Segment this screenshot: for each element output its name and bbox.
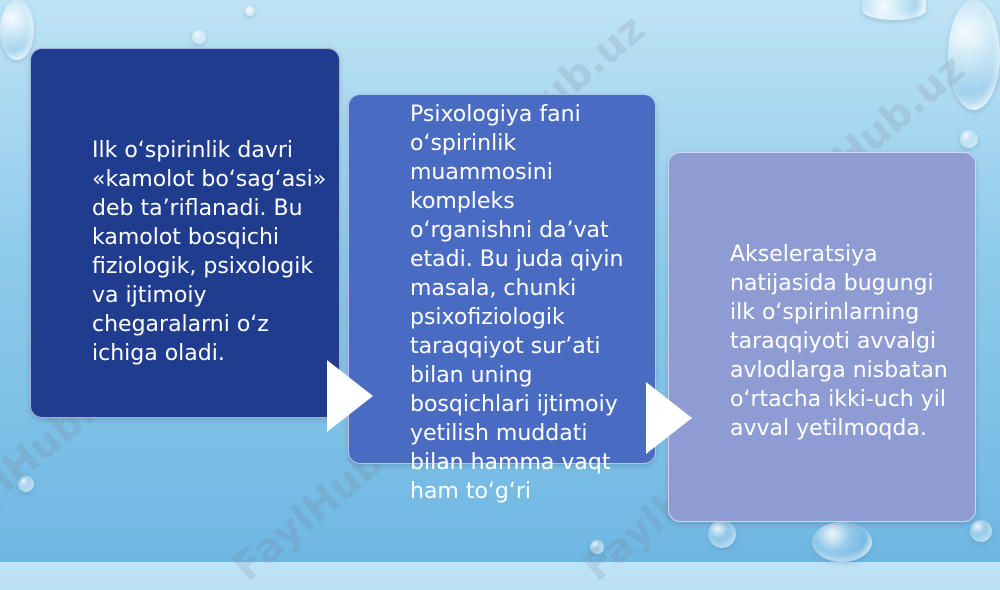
process-box-2	[348, 94, 656, 464]
water-drop	[708, 520, 736, 548]
water-drop	[970, 520, 992, 542]
water-drop	[245, 6, 255, 16]
water-drop	[812, 522, 872, 562]
arrow-right-icon	[646, 382, 692, 454]
process-box-1-text: Ilk o‘spirinlik davri «kamolot bo‘sag‘as…	[92, 138, 327, 366]
process-box-3	[668, 152, 976, 522]
arrow-right-icon	[327, 360, 373, 432]
process-box-1	[30, 48, 340, 418]
water-drop	[590, 540, 604, 554]
water-drop	[18, 476, 34, 492]
process-box-2-text: Psixologiya fani o‘spirinlik muammosini …	[410, 102, 624, 504]
water-drop	[960, 130, 978, 148]
water-drop	[862, 0, 926, 20]
water-drop	[0, 0, 34, 60]
water-drop	[948, 0, 1000, 110]
process-box-3-text: Akseleratsiya natijasida bugungi ilk o‘s…	[730, 242, 948, 441]
water-drop	[192, 30, 206, 44]
